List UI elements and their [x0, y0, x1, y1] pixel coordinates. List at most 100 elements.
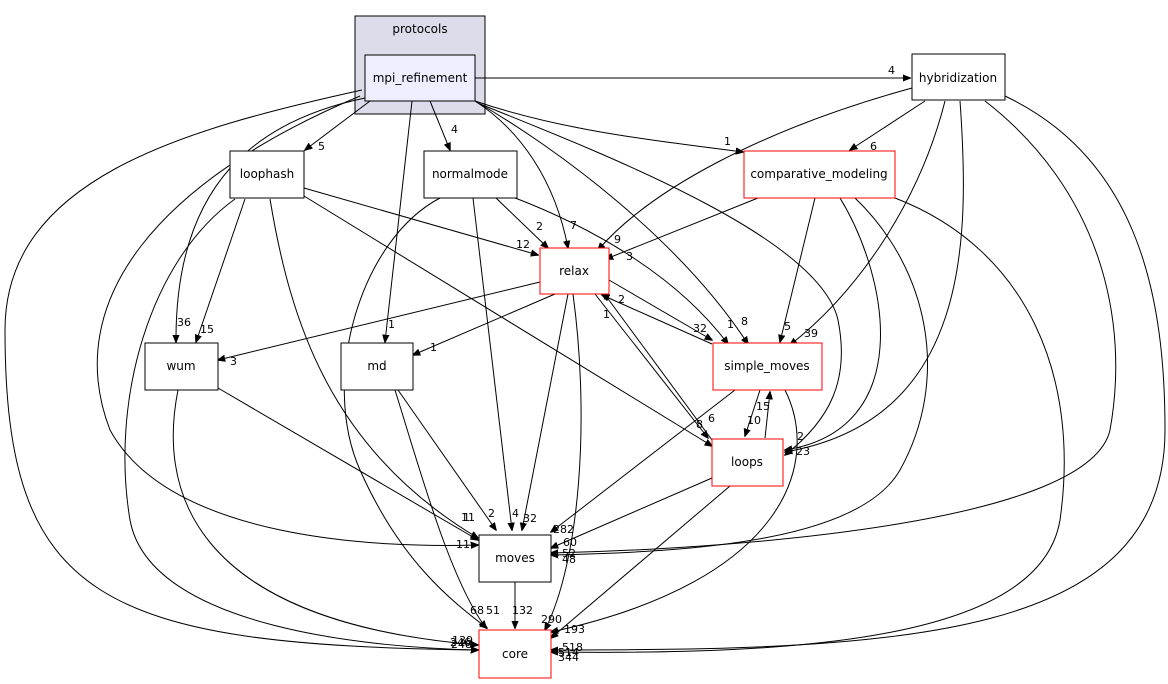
edge-mpi-simple [474, 100, 748, 344]
edge-normalmode-core [343, 197, 487, 628]
edge-loops-relax [603, 292, 713, 441]
edge-label: 8 [696, 418, 703, 431]
edge-md-moves [397, 389, 496, 530]
edge-mpi-moves [96, 95, 478, 545]
edges [4, 78, 1166, 652]
edge-relax-wum [218, 281, 541, 360]
edge-normalmode-moves [472, 197, 512, 530]
edge-label: 3 [230, 355, 237, 368]
node-label: loops [731, 455, 763, 469]
edge-label: 1 [430, 341, 437, 354]
node-label: relax [559, 264, 589, 278]
edge-mpi-md [385, 100, 413, 342]
edge-label: 23 [796, 445, 810, 458]
edge-label: 1 [727, 318, 734, 331]
node-label: md [367, 359, 386, 373]
node-loophash[interactable]: loophash [229, 150, 305, 199]
node-loops[interactable]: loops [711, 438, 784, 487]
edge-label: 8 [741, 315, 748, 328]
edge-simple-moves [551, 389, 736, 532]
edge-label: 4 [512, 507, 519, 520]
edge-loophash-loops [303, 195, 712, 446]
node-hybridization[interactable]: hybridization [911, 53, 1006, 101]
edge-label: 5 [784, 320, 791, 333]
edge-label: 2 [797, 430, 804, 443]
edge-loophash-relax [303, 187, 538, 255]
edge-label: 1 [463, 511, 470, 524]
edge-hyb-moves [551, 100, 1117, 553]
edge-cm-simple [780, 197, 816, 342]
edge-label: 12 [516, 238, 530, 251]
node-wum[interactable]: wum [144, 342, 219, 391]
edge-label: 11 [456, 538, 470, 551]
nodes[interactable]: mpi_refinement hybridization loophash no… [144, 53, 1006, 679]
edge-label: 1 [724, 135, 731, 148]
edge-label: 246 [450, 636, 471, 649]
edge-label: 11 [461, 511, 475, 524]
edge-hyb-relax [598, 87, 913, 250]
node-simple-moves[interactable]: simple_moves [712, 342, 823, 391]
node-mpi-refinement[interactable]: mpi_refinement [364, 54, 476, 102]
edge-label: 3 [626, 250, 633, 263]
edge-loophash-core [124, 198, 478, 650]
edge-label: 132 [512, 604, 533, 617]
node-comparative-modeling[interactable]: comparative_modeling [743, 150, 896, 199]
edge-normalmode-relax [495, 197, 548, 248]
edge-mpi-relax [474, 100, 568, 248]
edge-label: 193 [564, 623, 585, 636]
edge-relax-md [413, 293, 556, 355]
edge-label: 60 [563, 536, 577, 549]
node-label: comparative_modeling [750, 167, 887, 181]
node-relax[interactable]: relax [539, 247, 610, 295]
edge-label: 248 [451, 638, 472, 651]
edge-label: 1 [388, 318, 395, 331]
node-label: loophash [240, 167, 294, 181]
node-label: core [502, 647, 528, 661]
edge-simple-relax [602, 295, 713, 345]
edge-loops-moves [551, 477, 713, 548]
edge-label: 5 [318, 140, 325, 153]
edge-label: 15 [200, 323, 214, 336]
edge-hyb-core [551, 95, 1166, 650]
edge-md-core [394, 389, 486, 628]
edge-label: 4 [451, 123, 458, 136]
edge-label: 36 [177, 316, 191, 329]
edge-mpi-loops [479, 103, 842, 455]
edge-cm-loops [785, 197, 881, 450]
edge-label: 52 [562, 547, 576, 560]
edge-label: 1 [603, 308, 610, 321]
edge-label: 6 [870, 140, 877, 153]
edge-loophash-moves [269, 198, 478, 538]
edge-label: 48 [562, 553, 576, 566]
edge-mpi-wum [176, 97, 366, 342]
edge-label: 282 [553, 523, 574, 536]
edge-label: 2 [488, 507, 495, 520]
edge-label: 15 [756, 400, 770, 413]
edge-label: 2 [536, 220, 543, 233]
cluster-label: protocols [392, 22, 447, 36]
node-moves[interactable]: moves [478, 534, 552, 583]
edge-label: 51 [486, 604, 500, 617]
node-md[interactable]: md [340, 342, 414, 391]
node-label: wum [166, 359, 195, 373]
edge-mpi-cm [474, 100, 743, 152]
edge-label: 290 [541, 613, 562, 626]
edge-labels: 4 5 4 1 7 8 36 1 11 139 6 9 39 23 48 518… [177, 64, 895, 664]
node-normalmode[interactable]: normalmode [423, 150, 518, 199]
edge-label: 68 [470, 604, 484, 617]
node-label: hybridization [919, 71, 997, 85]
edge-relax-moves [522, 293, 569, 530]
edge-label: 10 [747, 414, 761, 427]
edge-label: 9 [614, 233, 621, 246]
edge-label: 514 [558, 646, 579, 659]
edge-cm-relax [606, 197, 759, 259]
edge-label: 139 [452, 634, 473, 647]
node-core[interactable]: core [478, 629, 552, 679]
edge-label: 344 [558, 651, 579, 664]
edge-label: 518 [562, 641, 583, 654]
edge-mpi-core [4, 89, 478, 650]
edge-label: 32 [523, 512, 537, 525]
node-label: mpi_refinement [373, 71, 468, 85]
edge-normalmode-simple [509, 195, 728, 344]
